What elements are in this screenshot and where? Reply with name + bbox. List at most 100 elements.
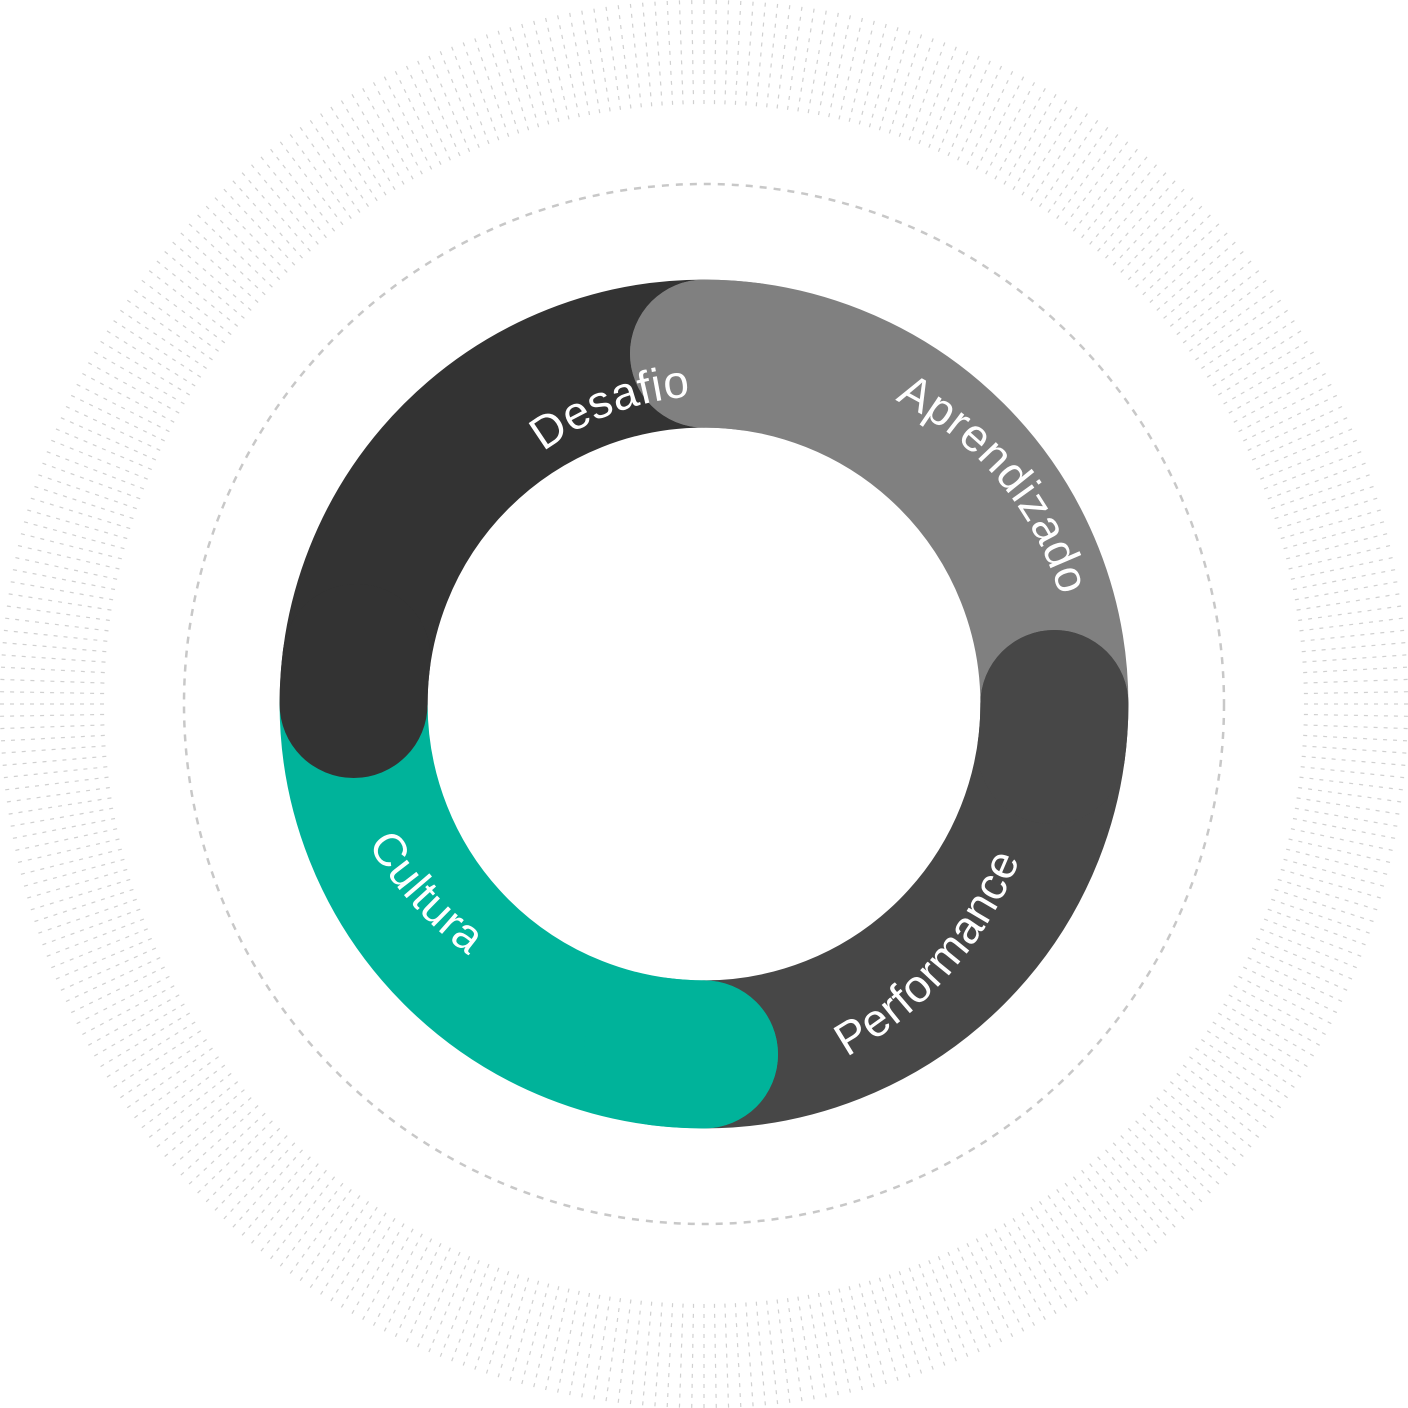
tick-mark (868, 1280, 899, 1381)
tick-mark (1267, 908, 1366, 946)
tick-mark (838, 1288, 863, 1391)
tick-mark (156, 260, 239, 327)
tick-mark (106, 330, 196, 387)
tick-mark (1263, 918, 1362, 957)
tick-mark (766, 3, 779, 108)
tick-mark (1089, 1163, 1157, 1244)
tick-mark (1206, 1030, 1295, 1088)
tick-mark (1105, 180, 1176, 259)
tick-mark (868, 27, 899, 128)
segment-cultura-cap (584, 977, 778, 1129)
tick-mark (1212, 330, 1302, 387)
tick-mark (1056, 1189, 1119, 1274)
tick-mark (838, 17, 863, 120)
tick-mark (629, 1300, 642, 1405)
tick-mark (188, 1112, 266, 1185)
tick-mark (27, 868, 128, 899)
tick-mark (858, 23, 887, 125)
tick-mark (12, 569, 116, 591)
tick-mark (394, 1243, 442, 1338)
tick-mark (1135, 1120, 1211, 1194)
tick-mark (888, 1274, 923, 1374)
tick-mark (23, 858, 125, 887)
tick-mark (340, 1217, 396, 1308)
tick-mark (1301, 642, 1406, 653)
tick-mark (1299, 776, 1403, 791)
tick-mark (5, 617, 109, 632)
tick-mark (30, 878, 131, 911)
tick-mark (1256, 428, 1353, 471)
tick-mark (485, 1274, 520, 1374)
tick-mark (1290, 557, 1393, 580)
tick-mark (156, 1081, 239, 1148)
tick-mark (828, 1290, 851, 1393)
tick-mark (1217, 1012, 1308, 1068)
tick-mark (23, 521, 125, 550)
tick-mark (1298, 605, 1402, 622)
tick-mark (1302, 745, 1407, 754)
tick-mark (1149, 232, 1228, 303)
tick-mark (1301, 755, 1406, 766)
tick-mark (70, 966, 165, 1014)
tick-mark (148, 270, 232, 336)
tick-mark (533, 1286, 560, 1388)
tick-mark (405, 1247, 451, 1343)
tick-mark (1163, 251, 1244, 319)
tick-mark (251, 164, 319, 245)
tick-mark (1260, 439, 1357, 480)
tick-mark (70, 394, 165, 442)
tick-mark (994, 1228, 1046, 1320)
center-disc (428, 428, 980, 980)
tick-mark (1303, 724, 1408, 730)
tick-mark (372, 1233, 423, 1326)
tick-mark (957, 1247, 1003, 1343)
tick-mark (1303, 691, 1408, 695)
tick-mark (1300, 766, 1405, 779)
tick-mark (1228, 362, 1320, 414)
tick-mark (260, 156, 327, 239)
tick-mark (1097, 1156, 1167, 1236)
tick-mark (320, 1206, 378, 1295)
tick-mark (5, 776, 109, 791)
tick-mark (1189, 1056, 1274, 1119)
tick-mark (279, 1182, 344, 1267)
tick-mark (1127, 205, 1203, 281)
tick-mark (1286, 848, 1388, 875)
tick-mark (545, 1288, 570, 1391)
tick-mark (439, 1260, 480, 1357)
tick-mark (309, 1201, 369, 1288)
tick-mark (362, 88, 414, 180)
tick-mark (937, 55, 980, 152)
tick-mark (1228, 994, 1320, 1046)
tick-mark (214, 197, 288, 273)
tick-mark (1003, 94, 1057, 185)
tick-mark (1251, 417, 1348, 461)
tick-mark (1064, 1182, 1129, 1267)
tick-mark (1256, 937, 1353, 980)
tick-mark (38, 898, 137, 934)
tick-mark (557, 1290, 580, 1393)
tick-mark (642, 2, 653, 107)
tick-mark (120, 1039, 207, 1099)
tick-mark (34, 888, 134, 923)
tick-mark (3, 629, 108, 642)
tick-mark (1112, 1142, 1185, 1220)
segment-performance-cap (977, 630, 1129, 824)
tick-mark (299, 126, 361, 213)
tick-mark (451, 1263, 490, 1362)
tick-mark (1156, 241, 1236, 311)
tick-mark (15, 828, 118, 851)
tick-mark (60, 947, 157, 991)
tick-mark (1298, 786, 1402, 803)
tick-mark (106, 1021, 196, 1078)
tick-mark (1217, 340, 1308, 396)
tick-mark (533, 20, 560, 122)
tick-mark (1012, 1217, 1068, 1308)
tick-mark (1182, 279, 1267, 344)
tick-mark (17, 545, 120, 570)
tick-mark (289, 1189, 352, 1274)
tick-mark (1283, 858, 1385, 887)
tick-mark (828, 15, 851, 118)
tick-mark (766, 1300, 779, 1405)
tick-mark (417, 60, 461, 157)
